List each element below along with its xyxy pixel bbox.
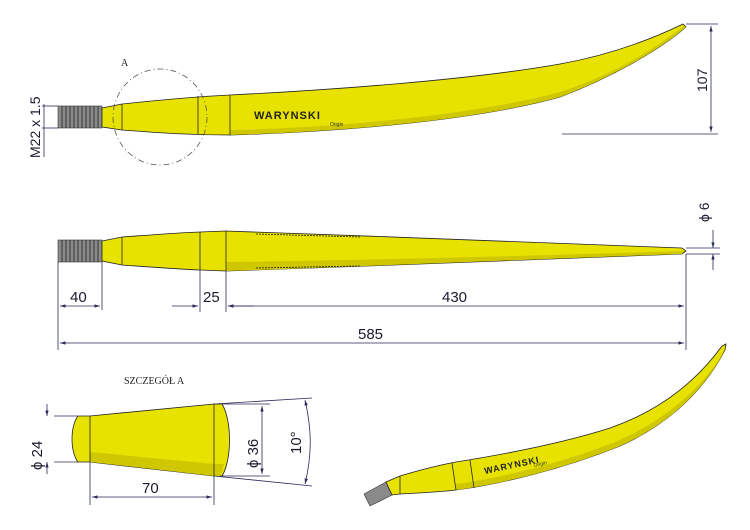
isometric-view: WARYNSKI Origin bbox=[363, 343, 727, 507]
top-view: ϕ 6 40 25 430 585 bbox=[57, 202, 720, 350]
side-brand-text: WARYNSKI bbox=[254, 110, 321, 122]
height-107-label: 107 bbox=[694, 68, 710, 92]
thread-label: M22 x 1.5 bbox=[27, 96, 43, 158]
detail-shade bbox=[90, 452, 224, 476]
iso-brand-sub: Origin bbox=[533, 460, 548, 469]
len-70-label: 70 bbox=[142, 480, 159, 497]
side-tine-shade bbox=[230, 26, 686, 135]
side-view: WARYNSKI Origin A M22 x 1.5 107 bbox=[27, 23, 718, 166]
len-430-label: 430 bbox=[442, 289, 467, 306]
angle-10-label: 10° bbox=[288, 431, 305, 454]
detail-marker: A bbox=[121, 58, 129, 69]
top-tine-body bbox=[101, 230, 687, 272]
diameter-24-label: ϕ 24 bbox=[29, 441, 46, 470]
diameter-6-label: ϕ 6 bbox=[696, 202, 712, 222]
len-585-label: 585 bbox=[358, 326, 383, 343]
side-thread-lines bbox=[61, 106, 99, 128]
detail-title: SZCZEGÓŁ A bbox=[124, 375, 185, 387]
len-40-label: 40 bbox=[70, 289, 87, 306]
side-thread bbox=[57, 105, 103, 129]
top-thread bbox=[57, 239, 103, 263]
len-25-label: 25 bbox=[203, 289, 220, 306]
diameter-36-label: ϕ 36 bbox=[245, 439, 262, 468]
iso-tine-body bbox=[385, 343, 727, 496]
side-brand-sub: Origin bbox=[330, 122, 344, 128]
detail-circle bbox=[112, 68, 208, 166]
detail-a: SZCZEGÓŁ A ϕ 24 ϕ 36 10° 70 bbox=[29, 375, 313, 505]
